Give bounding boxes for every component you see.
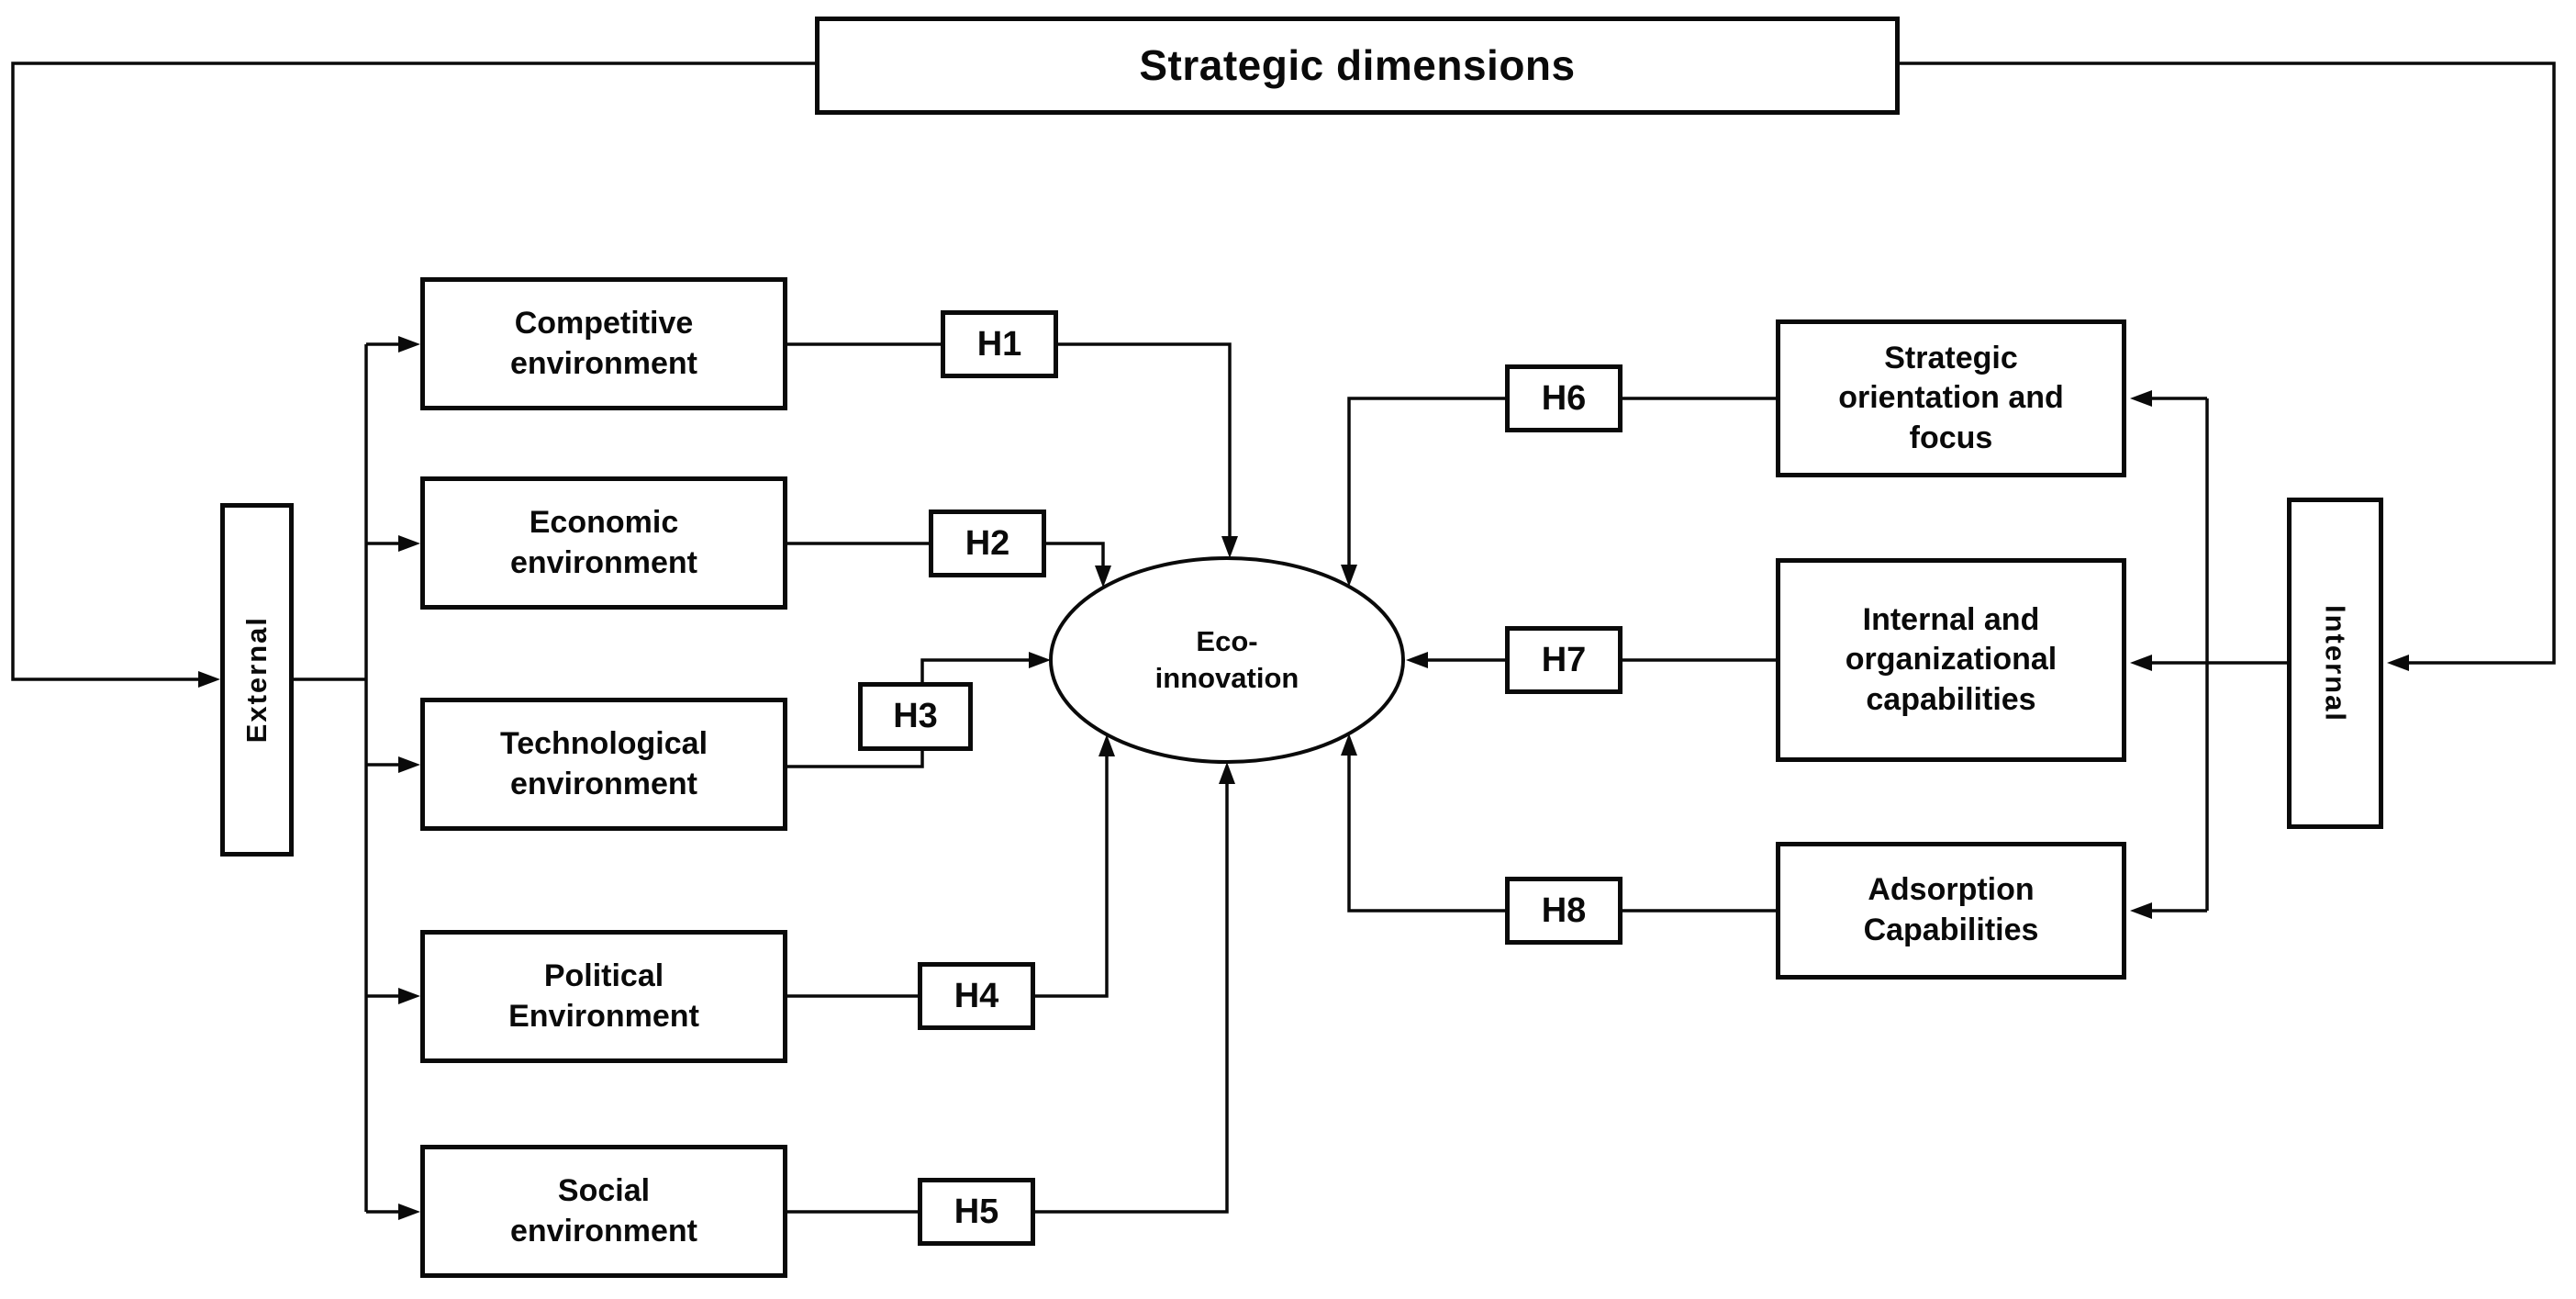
hypothesis-box-h3: H3: [858, 682, 973, 751]
technological-environment-label: Technological environment: [499, 725, 708, 801]
eco-innovation-label: Eco- innovation: [1154, 625, 1299, 694]
arrowhead-h6-into-ellipse: [1341, 565, 1357, 587]
arrowhead-into-strategic-orientation: [2130, 390, 2152, 407]
line-strategic-to-internal: [1900, 62, 2556, 665]
social-environment-label: Social environment: [509, 1172, 698, 1249]
box-technological-environment: Technological environment: [420, 698, 787, 831]
arrowhead-into-internal-organizational: [2130, 655, 2152, 671]
internal-label: Internal: [2319, 604, 2352, 722]
arrowhead-h3-into-ellipse: [1029, 652, 1051, 668]
group-box-external: External: [220, 503, 294, 857]
economic-environment-label: Economic environment: [509, 504, 698, 580]
hypothesis-box-h5: H5: [918, 1178, 1035, 1246]
h1-label: H1: [976, 324, 1022, 364]
hypothesis-box-h7: H7: [1505, 626, 1623, 694]
h7-label: H7: [1541, 640, 1587, 679]
external-label: External: [240, 616, 273, 744]
arrowhead-into-competitive: [398, 336, 420, 353]
line-h1-path: [787, 342, 1232, 538]
box-internal-organizational-capabilities: Internal and organizational capabilities: [1776, 558, 2126, 762]
box-strategic-orientation-focus: Strategic orientation and focus: [1776, 319, 2126, 477]
hypothesis-box-h1: H1: [941, 310, 1058, 378]
hypothesis-box-h4: H4: [918, 962, 1035, 1030]
box-adsorption-capabilities: Adsorption Capabilities: [1776, 842, 2126, 980]
arrowhead-into-political: [398, 988, 420, 1004]
arrowhead-into-economic: [398, 535, 420, 552]
arrowhead-h2-into-ellipse: [1095, 566, 1111, 588]
competitive-environment-label: Competitive environment: [509, 305, 698, 381]
internal-organizational-label: Internal and organizational capabilities: [1845, 601, 2057, 717]
arrowhead-into-internal: [2387, 655, 2409, 671]
box-competitive-environment: Competitive environment: [420, 277, 787, 410]
eco-innovation-node: Eco- innovation: [1051, 558, 1403, 762]
group-box-internal: Internal: [2287, 498, 2383, 829]
h3-label: H3: [893, 697, 938, 736]
h5-label: H5: [953, 1192, 999, 1231]
h8-label: H8: [1541, 890, 1587, 930]
line-h8-path: [1347, 754, 1776, 913]
political-environment-label: Political Environment: [508, 957, 699, 1034]
hypothesis-box-h8: H8: [1505, 877, 1623, 945]
arrowhead-into-social: [398, 1204, 420, 1220]
diagram-title: Strategic dimensions: [1139, 41, 1576, 90]
box-political-environment: Political Environment: [420, 930, 787, 1063]
eco-innovation-ellipse: [1049, 556, 1405, 764]
arrowhead-h8-into-ellipse: [1341, 733, 1357, 756]
arrowhead-into-external: [198, 671, 220, 688]
line-h2-path: [787, 542, 1105, 567]
arrowhead-h5-into-ellipse: [1219, 762, 1235, 784]
arrowhead-into-technological: [398, 756, 420, 773]
hypothesis-box-h6: H6: [1505, 364, 1623, 432]
line-strategic-to-external: [11, 62, 815, 681]
arrowhead-into-adsorption: [2130, 902, 2152, 919]
h6-label: H6: [1541, 378, 1587, 418]
title-box-strategic-dimensions: Strategic dimensions: [815, 17, 1900, 115]
box-economic-environment: Economic environment: [420, 476, 787, 610]
arrowhead-h7-into-ellipse: [1406, 652, 1428, 668]
arrowhead-h1-into-ellipse: [1221, 536, 1238, 558]
box-social-environment: Social environment: [420, 1145, 787, 1278]
h2-label: H2: [965, 523, 1010, 563]
strategic-orientation-label: Strategic orientation and focus: [1838, 340, 2064, 455]
h4-label: H4: [953, 976, 999, 1015]
hypothesis-box-h2: H2: [929, 510, 1046, 577]
arrowhead-h4-into-ellipse: [1098, 734, 1115, 756]
line-h6-path: [1347, 397, 1776, 566]
line-h4-path: [787, 755, 1109, 998]
adsorption-capabilities-label: Adsorption Capabilities: [1863, 872, 2039, 947]
